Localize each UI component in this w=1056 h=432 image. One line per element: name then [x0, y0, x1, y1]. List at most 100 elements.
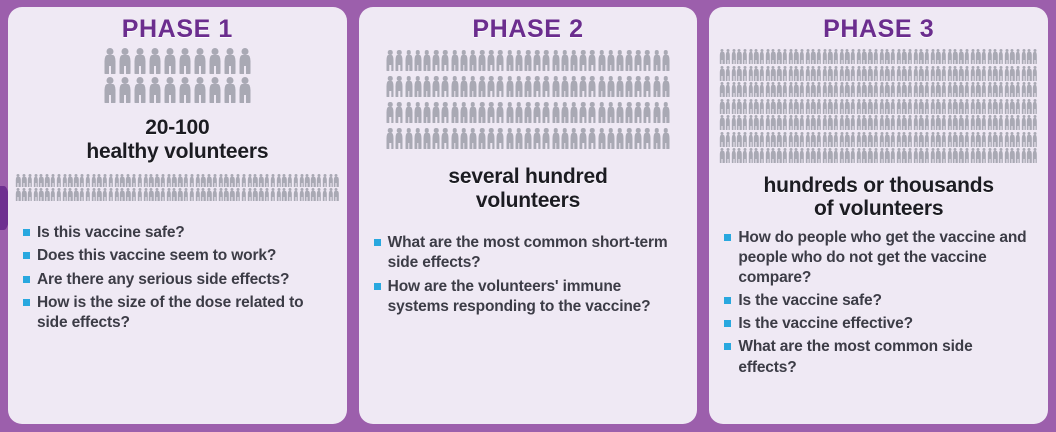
person-icon	[748, 82, 753, 98]
person-icon	[552, 50, 560, 72]
person-icon	[62, 174, 67, 188]
person-icon	[469, 102, 477, 124]
person-icon	[913, 115, 918, 131]
person-icon	[919, 82, 924, 98]
person-icon	[856, 49, 861, 65]
person-icon	[862, 148, 867, 164]
person-icon	[896, 82, 901, 98]
person-icon	[924, 82, 930, 98]
headline-line: several hundred	[448, 165, 608, 189]
person-icon	[873, 98, 879, 114]
person-icon	[964, 82, 970, 98]
person-icon	[896, 148, 901, 164]
person-icon	[451, 50, 459, 72]
person-icon	[845, 82, 850, 98]
person-icon	[524, 102, 532, 124]
person-icon	[765, 49, 770, 65]
person-icon	[1015, 65, 1021, 81]
person-icon	[987, 98, 992, 114]
person-icon	[771, 98, 776, 114]
question-item: How do people who get the vaccine and pe…	[723, 228, 1034, 288]
person-icon	[414, 128, 422, 150]
person-icon	[1032, 115, 1038, 131]
person-icon	[845, 65, 850, 81]
person-icon	[776, 49, 782, 65]
person-icon	[1015, 148, 1021, 164]
person-icon	[218, 174, 223, 188]
person-icon	[754, 49, 759, 65]
person-icon	[720, 98, 725, 114]
person-icon	[964, 98, 970, 114]
person-icon	[998, 98, 1004, 114]
person-icon	[964, 65, 970, 81]
person-icon	[114, 188, 119, 202]
question-item: How are the volunteers' immune systems r…	[373, 277, 684, 317]
person-icon	[833, 65, 839, 81]
person-icon	[794, 131, 799, 147]
person-icon	[561, 102, 569, 124]
person-icon	[133, 77, 146, 104]
person-icon	[45, 174, 50, 188]
person-icon	[230, 188, 235, 202]
person-icon	[788, 49, 793, 65]
bullet-square-icon	[23, 298, 30, 306]
phase-1-question-list: Is this vaccine safe?Does this vaccine s…	[22, 223, 333, 336]
person-icon	[230, 174, 235, 188]
question-item: How is the size of the dose related to s…	[22, 293, 333, 333]
person-icon	[867, 82, 873, 98]
person-icon	[643, 76, 651, 98]
person-icon	[970, 131, 975, 147]
person-icon	[737, 131, 742, 147]
pictogram-row	[386, 76, 671, 98]
person-icon	[879, 82, 884, 98]
person-icon	[993, 148, 998, 164]
person-icon	[166, 188, 171, 202]
person-icon	[748, 49, 753, 65]
person-icon	[27, 188, 33, 202]
person-icon	[794, 82, 799, 98]
person-icon	[805, 65, 810, 81]
person-icon	[907, 65, 913, 81]
person-icon	[953, 82, 958, 98]
person-icon	[607, 128, 615, 150]
person-icon	[625, 102, 633, 124]
person-icon	[879, 65, 884, 81]
person-icon	[218, 188, 223, 202]
person-icon	[588, 128, 596, 150]
person-icon	[879, 49, 884, 65]
person-icon	[822, 49, 827, 65]
person-icon	[118, 77, 131, 104]
person-icon	[987, 115, 992, 131]
person-icon	[253, 188, 258, 202]
person-icon	[947, 82, 952, 98]
person-icon	[108, 188, 114, 202]
person-icon	[1015, 82, 1021, 98]
person-icon	[163, 77, 176, 104]
person-icon	[238, 77, 251, 104]
bullet-square-icon	[724, 343, 732, 351]
person-icon	[867, 148, 873, 164]
person-icon	[662, 76, 670, 98]
person-icon	[195, 174, 200, 188]
person-icon	[235, 188, 241, 202]
person-icon	[805, 131, 810, 147]
bullet-square-icon	[23, 229, 30, 237]
person-icon	[839, 82, 844, 98]
person-icon	[964, 131, 970, 147]
person-icon	[616, 76, 624, 98]
person-icon	[839, 98, 844, 114]
person-icon	[816, 148, 822, 164]
person-icon	[885, 148, 890, 164]
person-icon	[737, 98, 742, 114]
pictogram-row	[719, 82, 1038, 98]
person-icon	[258, 188, 264, 202]
person-icon	[833, 49, 839, 65]
person-icon	[33, 188, 38, 202]
person-icon	[788, 98, 793, 114]
person-icon	[39, 174, 44, 188]
person-icon	[206, 188, 212, 202]
person-icon	[953, 148, 958, 164]
person-icon	[890, 131, 896, 147]
